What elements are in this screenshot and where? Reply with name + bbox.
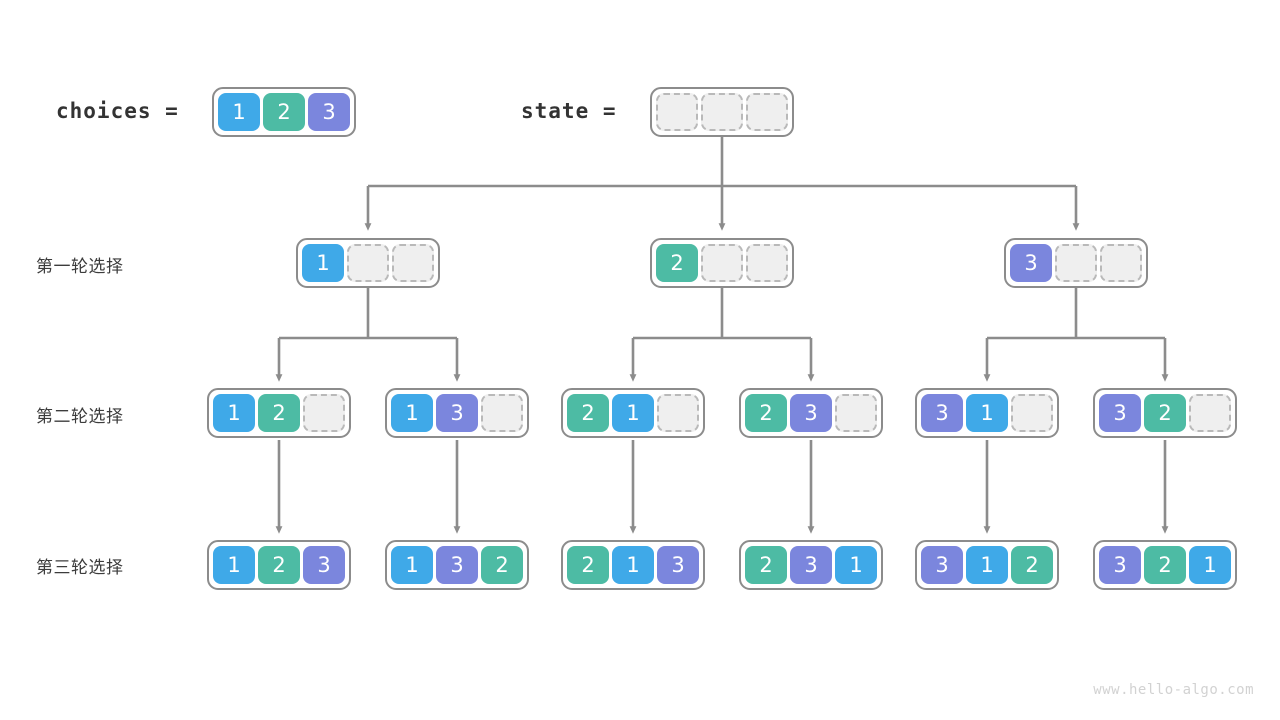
state-cell-filled: 2 (567, 546, 609, 584)
row-label-round-2: 第二轮选择 (36, 407, 124, 427)
state-array-node: 2 (650, 238, 794, 288)
state-cell-filled: 1 (1189, 546, 1231, 584)
state-cell-empty (746, 244, 788, 282)
state-cell-filled: 1 (391, 394, 433, 432)
state-cell-filled: 1 (612, 394, 654, 432)
choices-cell: 1 (218, 93, 260, 131)
state-cell-empty (701, 244, 743, 282)
state-cell-filled: 3 (1099, 546, 1141, 584)
state-cell-filled: 2 (567, 394, 609, 432)
choices-cell: 3 (308, 93, 350, 131)
state-cell-filled: 2 (481, 546, 523, 584)
state-cell-filled: 2 (1144, 394, 1186, 432)
state-array (650, 87, 794, 137)
state-cell-empty (1011, 394, 1053, 432)
state-cell-empty (347, 244, 389, 282)
state-cell-filled: 1 (213, 394, 255, 432)
state-cell-empty (1100, 244, 1142, 282)
state-cell-empty (392, 244, 434, 282)
state-cell-filled: 1 (612, 546, 654, 584)
state-cell-filled: 1 (213, 546, 255, 584)
state-cell-filled: 1 (391, 546, 433, 584)
row-label-round-3: 第三轮选择 (36, 558, 124, 578)
state-cell-filled: 3 (657, 546, 699, 584)
state-cell (656, 93, 698, 131)
choices-cell: 2 (263, 93, 305, 131)
state-cell-filled: 2 (745, 394, 787, 432)
state-cell-filled: 1 (302, 244, 344, 282)
state-cell-filled: 1 (835, 546, 877, 584)
choices-label: choices = (56, 99, 179, 123)
state-cell-filled: 3 (921, 394, 963, 432)
state-cell-empty (657, 394, 699, 432)
state-cell-filled: 2 (656, 244, 698, 282)
state-cell-filled: 2 (1011, 546, 1053, 584)
state-cell-filled: 3 (790, 394, 832, 432)
state-cell-filled: 2 (1144, 546, 1186, 584)
state-cell-filled: 1 (966, 394, 1008, 432)
state-cell-filled: 2 (258, 394, 300, 432)
state-cell-filled: 3 (436, 394, 478, 432)
state-cell-empty (481, 394, 523, 432)
state-cell-filled: 3 (921, 546, 963, 584)
state-cell (701, 93, 743, 131)
state-cell (746, 93, 788, 131)
state-label: state = (521, 99, 617, 123)
state-cell-filled: 2 (258, 546, 300, 584)
state-cell-filled: 3 (1010, 244, 1052, 282)
choices-array: 1 2 3 (212, 87, 356, 137)
state-cell-empty (303, 394, 345, 432)
state-cell-filled: 2 (745, 546, 787, 584)
state-cell-filled: 1 (966, 546, 1008, 584)
state-array-node: 3 (1004, 238, 1148, 288)
state-cell-empty (1055, 244, 1097, 282)
row-label-round-1: 第一轮选择 (36, 257, 124, 277)
state-cell-filled: 3 (1099, 394, 1141, 432)
state-cell-empty (835, 394, 877, 432)
state-cell-filled: 3 (790, 546, 832, 584)
state-cell-empty (1189, 394, 1231, 432)
state-array-node: 1 (296, 238, 440, 288)
state-cell-filled: 3 (436, 546, 478, 584)
watermark: www.hello-algo.com (1093, 682, 1254, 698)
state-cell-filled: 3 (303, 546, 345, 584)
